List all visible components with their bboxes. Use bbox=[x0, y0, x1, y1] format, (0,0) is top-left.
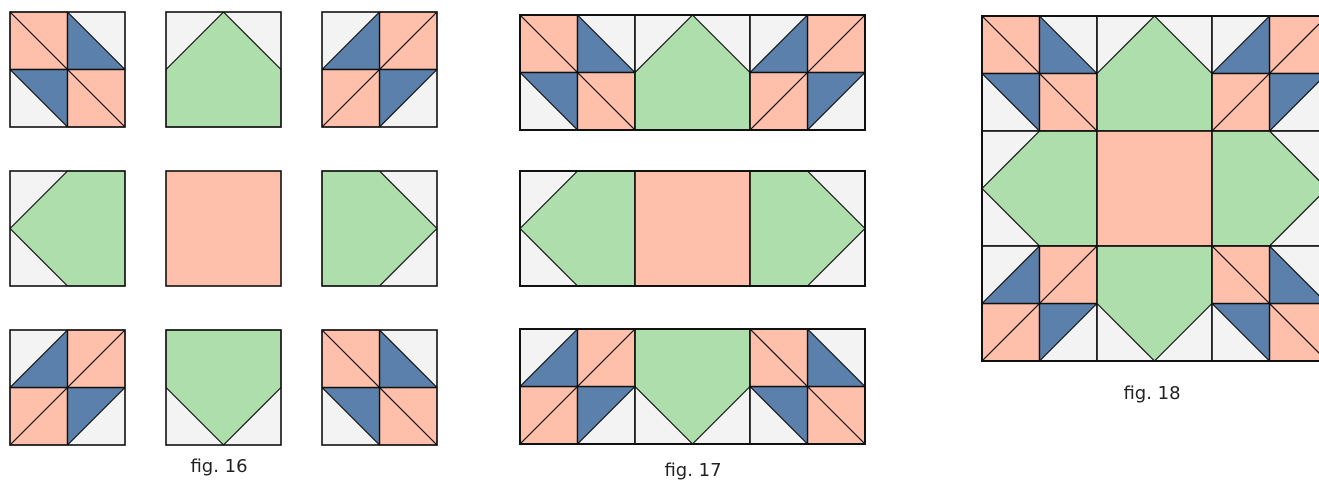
flying-goose-block bbox=[981, 130, 1098, 247]
corner-four-patch-block bbox=[749, 328, 866, 445]
center-square-block bbox=[165, 170, 282, 287]
seam-line bbox=[9, 387, 68, 446]
seam-line bbox=[807, 14, 866, 73]
fig-16-exploded-layout bbox=[9, 11, 438, 446]
seam-line bbox=[577, 72, 636, 131]
corner-four-patch-block bbox=[749, 14, 866, 131]
pink-square bbox=[1268, 302, 1319, 362]
block-outline bbox=[165, 170, 282, 287]
seam-line bbox=[321, 329, 380, 388]
fig-17-caption: fig. 17 bbox=[664, 460, 721, 481]
corner-four-patch-block bbox=[1211, 15, 1319, 132]
block-outline bbox=[321, 170, 438, 287]
corner-four-patch-block bbox=[981, 15, 1098, 132]
seam-line bbox=[321, 69, 380, 128]
seam-line bbox=[981, 303, 1040, 362]
seam-line bbox=[379, 387, 438, 446]
flying-goose-block bbox=[165, 329, 282, 446]
flying-goose-block bbox=[1211, 130, 1319, 247]
flying-goose-block bbox=[321, 170, 438, 287]
strip-outline bbox=[519, 14, 866, 131]
pink-square bbox=[1268, 15, 1319, 75]
seam-line bbox=[1269, 23, 1319, 74]
fig-16-caption: fig. 16 bbox=[190, 456, 247, 477]
seam-line bbox=[1039, 73, 1098, 132]
seam-line bbox=[1039, 245, 1098, 304]
seam-line bbox=[577, 328, 636, 387]
block-outline bbox=[9, 170, 126, 287]
flying-goose-block bbox=[749, 170, 866, 287]
flying-goose-block bbox=[634, 328, 751, 445]
seam-line bbox=[981, 15, 1040, 74]
fig-18-caption: fig. 18 bbox=[1123, 383, 1180, 404]
corner-four-patch-block bbox=[321, 329, 438, 446]
assembled-outline bbox=[981, 15, 1319, 362]
seam-line bbox=[519, 14, 578, 73]
flying-goose-block bbox=[1096, 245, 1213, 362]
seam-line bbox=[1269, 303, 1319, 354]
seam-line bbox=[9, 11, 68, 70]
row-strip bbox=[519, 14, 866, 131]
seam-line bbox=[1211, 245, 1270, 304]
center-square bbox=[635, 171, 750, 286]
seam-line bbox=[749, 328, 808, 387]
flying-goose-block bbox=[519, 170, 636, 287]
corner-four-patch-block bbox=[519, 14, 636, 131]
strip-outline bbox=[519, 170, 866, 287]
corner-four-patch-block bbox=[519, 328, 636, 445]
flying-goose-block bbox=[1096, 15, 1213, 132]
center-square-block bbox=[1096, 130, 1213, 247]
block-outline bbox=[165, 11, 282, 128]
row-strip bbox=[519, 328, 866, 445]
corner-four-patch-block bbox=[9, 329, 126, 446]
seam-line bbox=[379, 11, 438, 70]
fig-18-assembled-block bbox=[981, 15, 1319, 362]
flying-goose-block bbox=[634, 14, 751, 131]
corner-four-patch-block bbox=[321, 11, 438, 128]
seam-line bbox=[67, 329, 126, 388]
seam-line bbox=[1211, 73, 1270, 132]
corner-four-patch-block bbox=[1211, 245, 1319, 362]
seam-line bbox=[749, 72, 808, 131]
center-square bbox=[166, 171, 281, 286]
flying-goose-block bbox=[9, 170, 126, 287]
center-square bbox=[1097, 131, 1212, 246]
strip-outline bbox=[519, 328, 866, 445]
corner-four-patch-block bbox=[9, 11, 126, 128]
seam-line bbox=[519, 386, 578, 445]
center-square-block bbox=[634, 170, 751, 287]
block-outline bbox=[165, 329, 282, 446]
flying-goose-block bbox=[165, 11, 282, 128]
corner-four-patch-block bbox=[981, 245, 1098, 362]
row-strip bbox=[519, 170, 866, 287]
seam-line bbox=[67, 69, 126, 128]
fig-17-row-layout bbox=[519, 14, 866, 445]
seam-line bbox=[807, 386, 866, 445]
